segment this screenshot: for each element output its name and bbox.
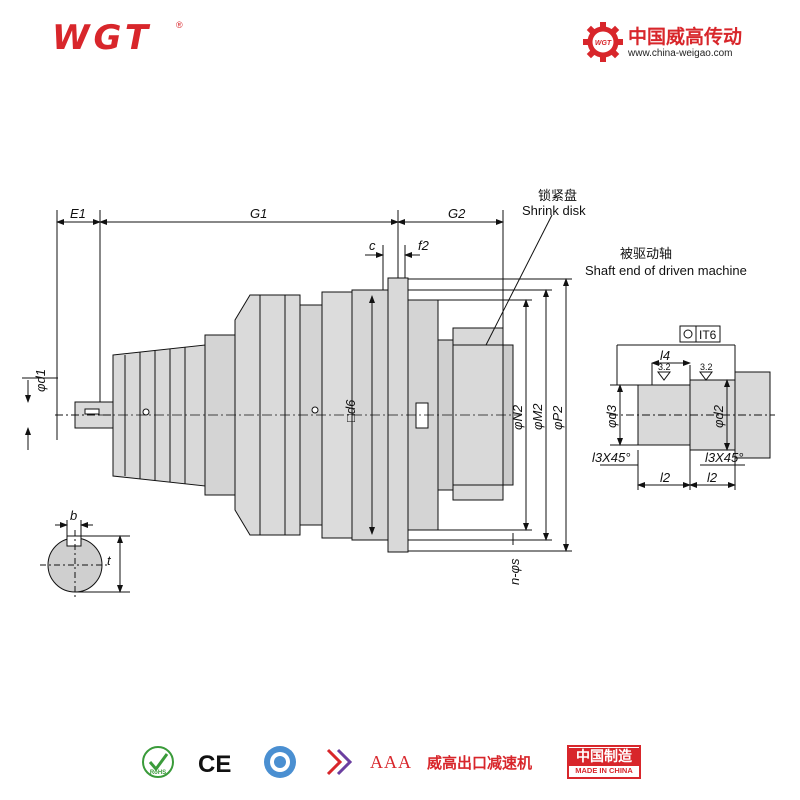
dim-n2: φN2 [510,404,525,430]
brand-block: WGT 中国威高传动 www.china-weigao.com [583,20,783,66]
shrink-disk-cn: 锁紧盘 [538,188,577,203]
dim-e1: E1 [70,206,86,221]
wgt-logo: WGT [52,18,153,58]
made-in-china-badge: 中国制造 MADE IN CHINA [567,745,641,779]
rohs-icon: RoHS [142,746,174,778]
shaft-end-cn: 被驱动轴 [620,246,672,261]
shaft-end-en: Shaft end of driven machine [585,263,747,278]
dim-c: c [369,238,376,253]
dim-d2: φd2 [711,404,726,428]
made-in-china-cn: 中国制造 [569,748,639,766]
factory-name-cn: 威高出口减速机 [427,754,533,772]
gear-icon: WGT [583,22,623,62]
dim-g2: G2 [448,206,466,221]
svg-text:WGT: WGT [595,40,612,47]
dim-b: b [70,508,77,523]
gearbox-drawing: E1 G1 G2 c f2 φd1 [22,188,775,600]
dim-l3x45-right: l3X45° [705,450,743,465]
certification-icons: RoHS CE [142,746,353,778]
dim-l3x45-left: l3X45° [592,450,630,465]
dim-l2-left: l2 [660,470,671,485]
dim-m2: φM2 [530,403,545,430]
svg-text:RoHS: RoHS [150,770,166,776]
roughness-2: 3.2 [700,362,713,372]
dim-d6: □d6 [343,399,358,422]
ce-mark: CE [198,751,231,778]
iso-seal-icon [264,746,296,778]
dim-n-s: n-φs [507,558,522,585]
quality-mark-icon [326,748,353,776]
brand-url[interactable]: www.china-weigao.com [628,48,733,59]
dim-f2: f2 [418,238,430,253]
dim-p2: φP2 [550,405,565,430]
dim-g1: G1 [250,206,267,221]
brand-name-cn: 中国威高传动 [628,26,743,48]
aaa-rating: AAA [370,752,412,772]
dim-d1: φd1 [33,369,48,392]
dim-t: t [107,553,112,568]
dim-l4: l4 [660,348,670,363]
dim-d3: φd3 [604,404,619,428]
shrink-disk-en: Shrink disk [522,203,586,218]
made-in-china-en: MADE IN CHINA [575,766,633,775]
dim-l2-right: l2 [707,470,718,485]
roughness-1: 3.2 [658,362,671,372]
registered-mark: ® [176,20,183,30]
tolerance-it6: IT6 [699,328,717,342]
